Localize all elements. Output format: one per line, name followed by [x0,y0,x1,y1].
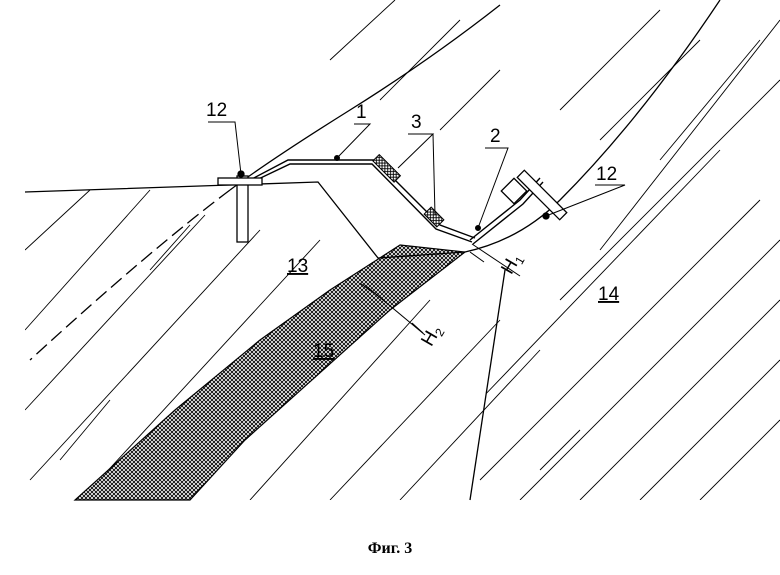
label-1: 1 [356,102,367,123]
label-3: 3 [411,112,422,133]
bolt-right [501,170,566,219]
plate-1 [250,160,475,238]
upper-hatching [330,0,700,140]
label-14: 14 [598,284,620,305]
leader-3b [433,134,435,215]
label-h1: H 1 [497,249,527,279]
label-2: 2 [490,126,501,147]
label-15: 15 [313,341,334,362]
bolt-left [218,171,262,242]
gasket-lower [424,207,444,227]
h1-tick [470,252,484,262]
layer-inner-boundary [470,270,505,500]
outer-arc [230,5,500,190]
label-13: 13 [287,256,308,277]
label-12-left: 12 [206,100,227,121]
gasket-parts [373,155,444,227]
bolt-left-head [218,178,262,185]
bolt-left-shank [237,176,248,242]
label-12-right: 12 [596,164,617,185]
figure-caption: Фиг. 3 [0,540,780,558]
leader-12-right [546,185,625,216]
part-15-layer [75,245,465,500]
leader-12-left [208,122,241,174]
outline-lines [25,0,720,500]
technical-drawing: 12 1 3 2 12 H 1 H 2 13 14 15 [0,0,780,530]
leader-3a [398,134,433,168]
label-h2: H 2 [417,321,447,351]
leader-1 [337,124,370,158]
dashed-arc [30,190,230,360]
plate-1-inner [250,164,472,242]
